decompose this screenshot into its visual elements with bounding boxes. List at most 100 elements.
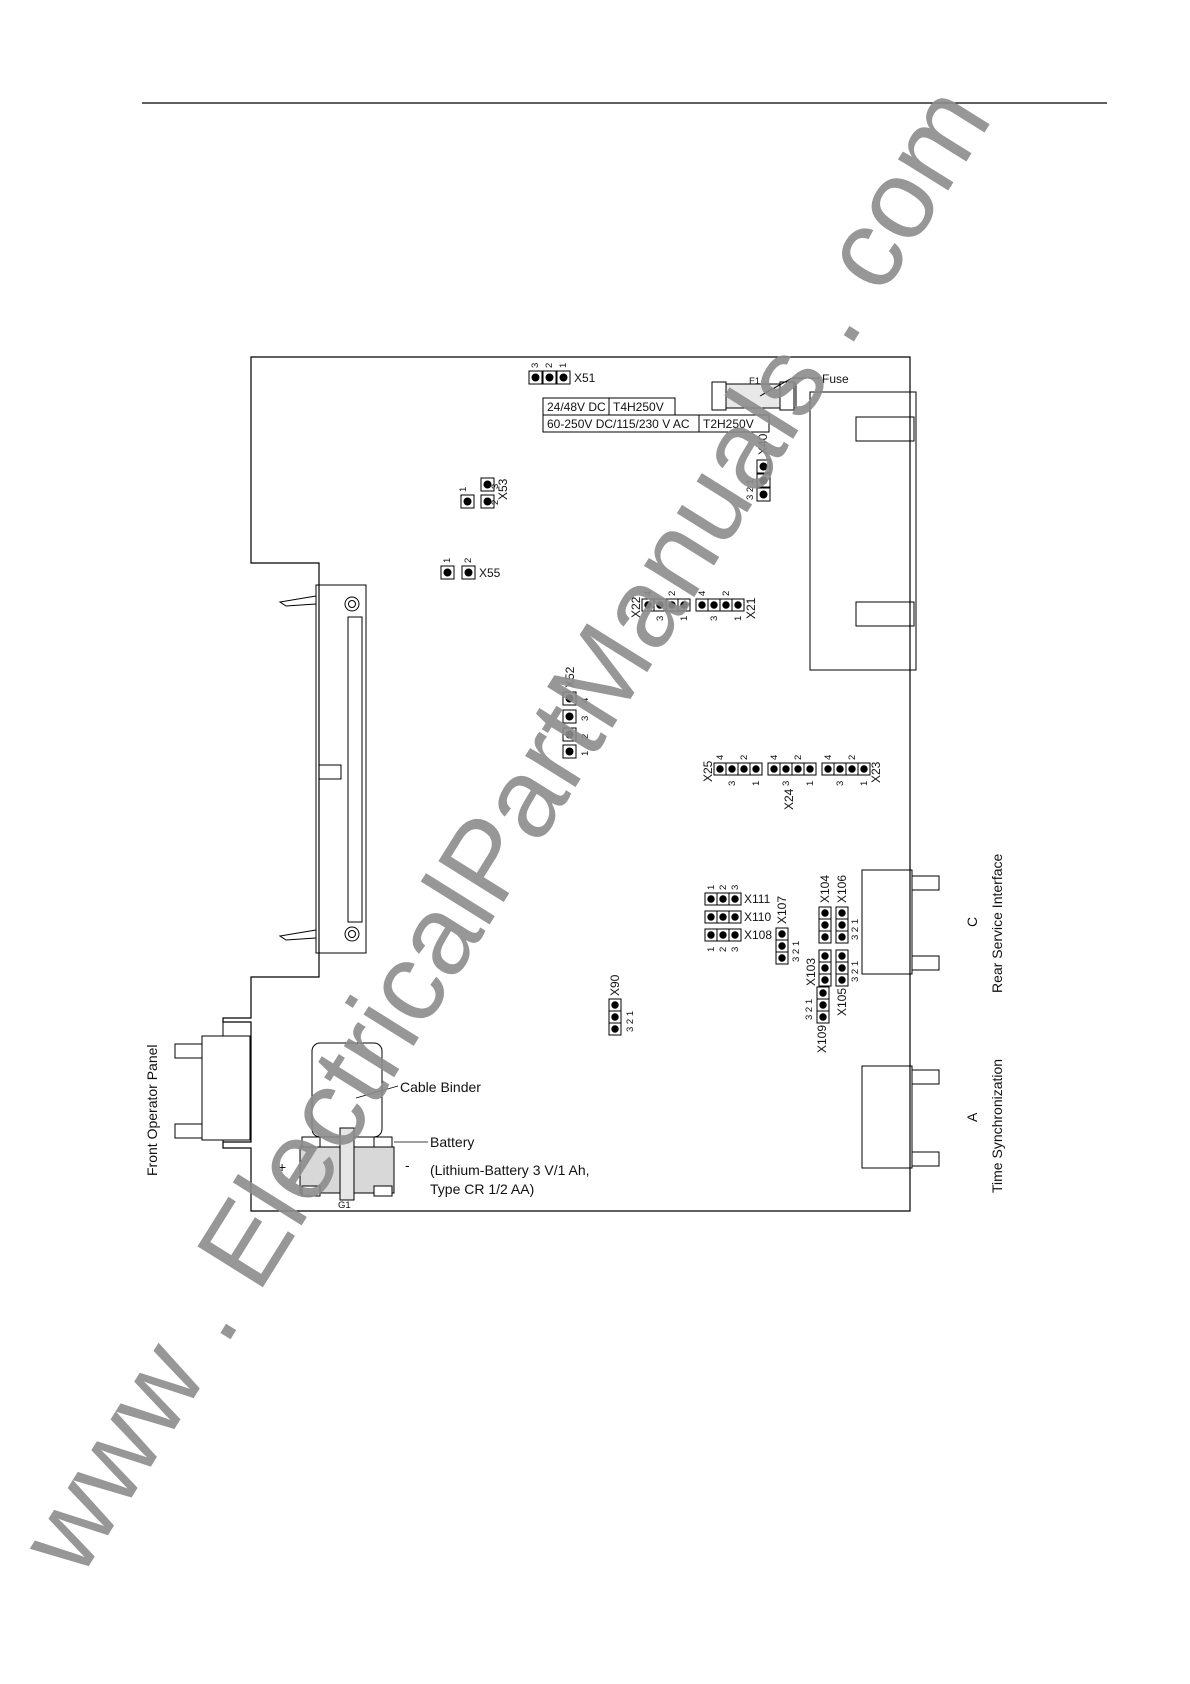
x24-pin3: 3 bbox=[781, 781, 792, 786]
x22-pin2: 2 bbox=[667, 591, 678, 596]
fuse-row1-rating: T4H250V bbox=[613, 400, 664, 414]
jumper-x24 bbox=[767, 762, 817, 776]
x52-pin3: 3 bbox=[580, 716, 591, 721]
x111-pin2: 2 bbox=[718, 885, 729, 890]
jumper-x110 bbox=[704, 910, 742, 924]
x25-pin1: 1 bbox=[751, 781, 762, 786]
g1-label: G1 bbox=[338, 1200, 351, 1211]
x21-pin3: 3 bbox=[709, 616, 720, 621]
x40-pins: 3 2 1 bbox=[745, 479, 756, 500]
jumper-x111 bbox=[704, 892, 742, 906]
x25-pin3: 3 bbox=[727, 781, 738, 786]
x111-label: X111 bbox=[744, 892, 771, 906]
jumper-x90 bbox=[608, 998, 622, 1036]
front-operator-panel-connector bbox=[174, 1022, 251, 1148]
battery-spec-1: (Lithium-Battery 3 V/1 Ah, bbox=[430, 1162, 590, 1178]
x21-pin2: 2 bbox=[721, 591, 732, 596]
battery-label: Battery bbox=[430, 1134, 474, 1150]
x21-label: X21 bbox=[744, 597, 758, 619]
jumper-x23 bbox=[821, 762, 871, 776]
x21-pin1: 1 bbox=[733, 616, 744, 621]
x23-pin3: 3 bbox=[835, 781, 846, 786]
x24-label: X24 bbox=[782, 788, 796, 810]
battery-spec-2: Type CR 1/2 AA) bbox=[430, 1181, 534, 1197]
x25-label: X25 bbox=[701, 760, 715, 782]
x22-label: X22 bbox=[629, 596, 643, 618]
x53-pin1: 1 bbox=[458, 487, 469, 492]
jumper-x40 bbox=[756, 459, 771, 502]
x110-label: X110 bbox=[744, 910, 771, 924]
x53-pin2: 2 bbox=[490, 500, 501, 505]
x52-pin1: 1 bbox=[580, 751, 591, 756]
time-synchronization-label: Time Synchronization bbox=[989, 1059, 1005, 1193]
x22-pin3: 3 bbox=[655, 616, 666, 621]
jumper-x25 bbox=[713, 762, 763, 776]
x23-pin2: 2 bbox=[847, 755, 858, 760]
x23-label: X23 bbox=[869, 761, 883, 783]
port-a-label: A bbox=[964, 1112, 980, 1122]
front-connector bbox=[278, 584, 367, 954]
x105-label: X105 bbox=[835, 988, 849, 1016]
fuse-component bbox=[711, 377, 820, 411]
x24-pin4: 4 bbox=[769, 755, 780, 760]
battery-component bbox=[299, 1127, 428, 1201]
jumper-x55 bbox=[440, 565, 476, 580]
fuse-row2-rating: T2H250V bbox=[703, 417, 754, 431]
x90-label: X90 bbox=[608, 974, 622, 996]
x55-pin2: 2 bbox=[463, 558, 474, 563]
x21-pin4: 4 bbox=[697, 591, 708, 596]
jumper-x109 bbox=[816, 986, 830, 1024]
x22-pin4: 4 bbox=[643, 591, 654, 596]
jumper-x104 bbox=[818, 906, 832, 944]
x51-pin2: 2 bbox=[544, 363, 555, 368]
front-operator-panel-label: Front Operator Panel bbox=[144, 1044, 160, 1176]
right-module bbox=[809, 391, 917, 671]
x51-pin1: 1 bbox=[558, 363, 569, 368]
rear-service-interface-label: Rear Service Interface bbox=[989, 854, 1005, 993]
x23-pin1: 1 bbox=[859, 781, 870, 786]
fuse-row2-voltage: 60-250V DC/115/230 V AC bbox=[547, 417, 690, 431]
x106-label: X106 bbox=[835, 875, 849, 903]
x108-pin2: 2 bbox=[718, 947, 729, 952]
x51-pin3: 3 bbox=[530, 363, 541, 368]
jumper-x21 bbox=[695, 598, 745, 612]
x52-pin2: 2 bbox=[580, 734, 591, 739]
time-sync-connector bbox=[861, 1065, 940, 1169]
x25-pin4: 4 bbox=[715, 755, 726, 760]
jumper-x107 bbox=[775, 927, 789, 965]
x108-pin3: 3 bbox=[730, 947, 741, 952]
battery-minus: - bbox=[405, 1157, 410, 1173]
jumper-x53 bbox=[460, 477, 495, 509]
x90-pins: 3 2 1 bbox=[625, 1011, 636, 1032]
cable-binder-label: Cable Binder bbox=[400, 1079, 481, 1095]
jumper-x22 bbox=[641, 598, 691, 612]
x55-pin1: 1 bbox=[442, 558, 453, 563]
x25-pin2: 2 bbox=[739, 755, 750, 760]
battery-plus: + bbox=[278, 1159, 286, 1175]
x22-pin1: 1 bbox=[679, 616, 690, 621]
x108-label: X108 bbox=[744, 928, 772, 942]
x107-pins: 3 2 1 bbox=[791, 941, 802, 962]
cable-binder-leader bbox=[355, 1085, 399, 1099]
x111-pin1: 1 bbox=[706, 885, 717, 890]
x52-label: X52 bbox=[563, 666, 577, 688]
jumper-x106 bbox=[835, 906, 849, 944]
x109-label: X109 bbox=[815, 1025, 829, 1053]
x106-pins: 3 2 1 bbox=[850, 919, 861, 940]
rear-service-interface-connector bbox=[861, 869, 940, 975]
watermark: www . ElectricalPartManuals . com bbox=[0, 64, 1014, 1593]
fuse-row1-voltage: 24/48V DC bbox=[547, 400, 606, 414]
x52-pin4: 4 bbox=[580, 698, 591, 703]
x55-label: X55 bbox=[479, 566, 501, 580]
x109-pins: 3 2 1 bbox=[804, 999, 815, 1020]
x108-pin1: 1 bbox=[706, 947, 717, 952]
fuse-label: Fuse bbox=[822, 372, 849, 386]
jumper-x105 bbox=[835, 949, 849, 987]
x107-label: X107 bbox=[775, 896, 789, 924]
x111-pin3: 3 bbox=[730, 885, 741, 890]
x24-pin1: 1 bbox=[805, 781, 816, 786]
jumper-x52 bbox=[562, 691, 577, 759]
x23-pin4: 4 bbox=[823, 755, 834, 760]
x53-pin3: 3 bbox=[490, 484, 501, 489]
